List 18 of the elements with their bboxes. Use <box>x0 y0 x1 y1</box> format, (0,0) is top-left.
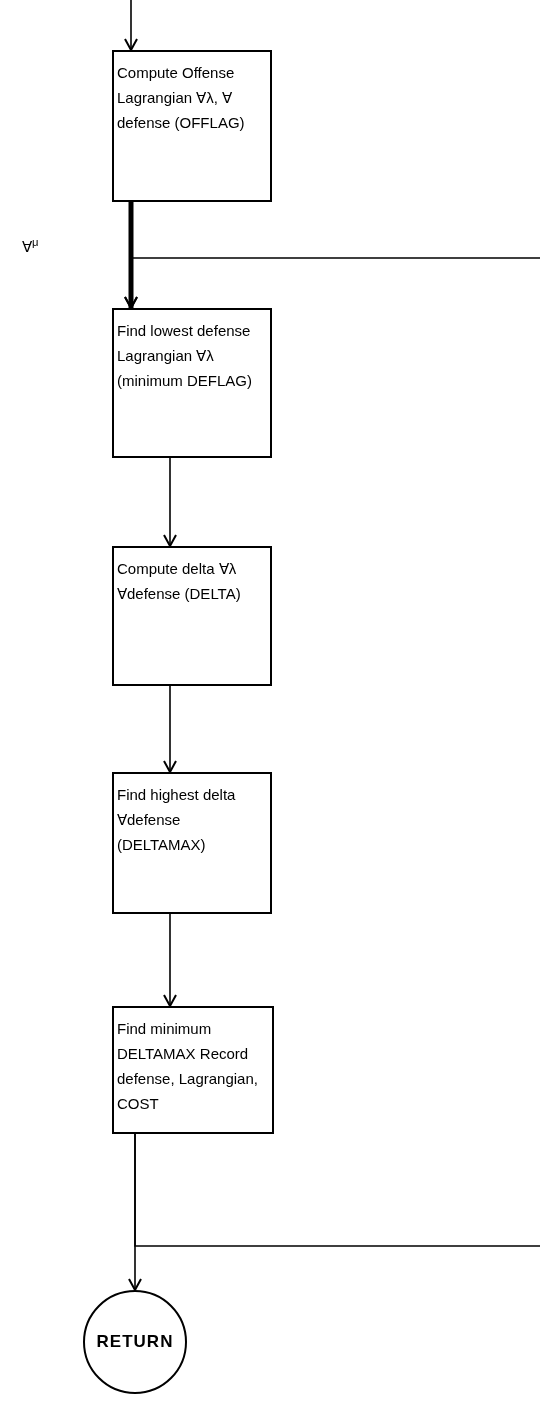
step-text: Find lowest defense Lagrangian ∀λ (minimum DEFLAG) <box>117 321 253 391</box>
step-text: Find highest delta ∀defense (DELTAMAX) <box>117 785 237 855</box>
process-box <box>112 772 272 914</box>
arrow <box>163 913 177 1007</box>
arrow <box>163 685 177 773</box>
arrow <box>124 0 138 51</box>
process-box <box>112 1006 274 1134</box>
step-text: Compute delta ∀λ ∀defense (DELTA) <box>117 559 242 604</box>
step-text: Compute Offense Lagrangian ∀λ, ∀ defense (OFFLAG) <box>117 63 246 133</box>
process-box <box>112 308 272 458</box>
arrow <box>124 257 540 309</box>
step-text: Find minimum DELTAMAX Record defense, Lagrangian, COST <box>117 1019 259 1114</box>
loop-index-label: ∀$^{μ}$ <box>22 236 39 257</box>
arrow <box>163 457 177 547</box>
process-box <box>112 50 272 202</box>
process-box <box>112 546 272 686</box>
connector-line <box>134 1133 540 1247</box>
terminal-label: RETURN <box>96 1331 174 1354</box>
